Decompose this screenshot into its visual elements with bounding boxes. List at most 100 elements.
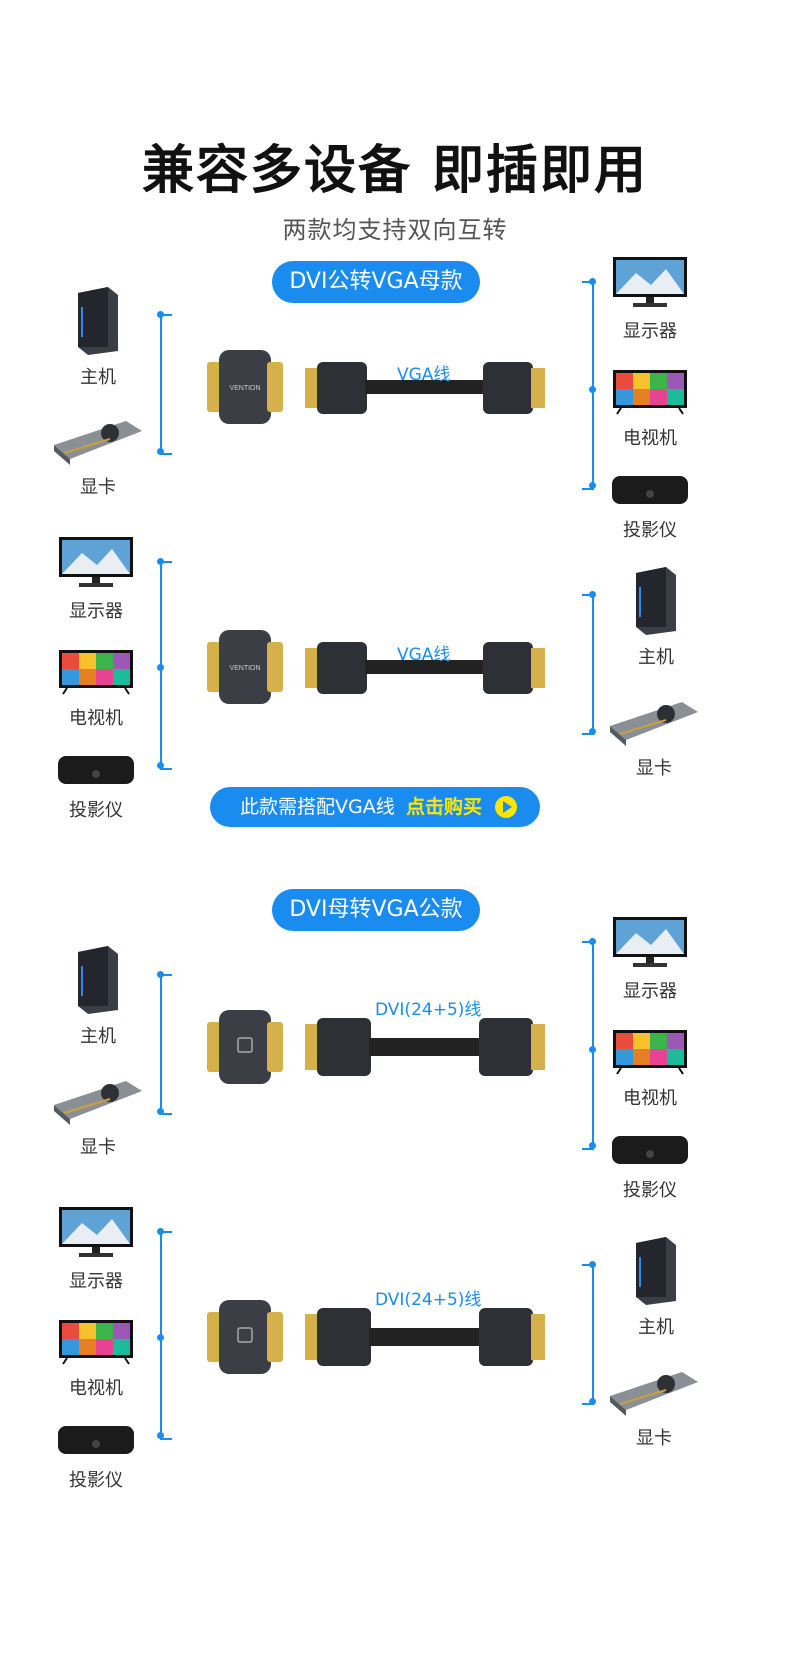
bracket-dot: [157, 1228, 164, 1235]
device-label-host: 主机: [80, 1026, 116, 1047]
pc-tower-icon: [78, 946, 118, 1014]
monitor-icon: [59, 537, 133, 587]
device-projector: 投影仪: [600, 1132, 700, 1202]
dvi-vga-adapter-icon: VENTION: [207, 350, 283, 424]
adapter-brand-text: VENTION: [229, 385, 260, 392]
bracket-dot: [157, 1334, 164, 1341]
bracket-dot: [589, 1046, 596, 1053]
device-label-monitor: 显示器: [69, 601, 123, 622]
projector-icon: [58, 1426, 134, 1454]
graphics-card-icon: [54, 421, 142, 465]
device-gpu: 显卡: [48, 1075, 148, 1159]
monitor-icon: [613, 257, 687, 307]
cable-label: DVI(24+5)线: [375, 1000, 482, 1020]
device-label-tv: 电视机: [69, 1378, 123, 1399]
vga-cable-icon: [305, 362, 545, 414]
bracket-right-b: [582, 594, 594, 735]
cable-label: DVI(24+5)线: [375, 1290, 482, 1310]
device-label-host: 主机: [638, 647, 674, 668]
device-label-gpu: 显卡: [636, 1428, 672, 1449]
device-tv: 电视机: [46, 1318, 146, 1400]
device-label-monitor: 显示器: [623, 981, 677, 1002]
dvi-female-adapter-icon: [207, 1300, 283, 1374]
bracket-dot: [589, 938, 596, 945]
monitor-icon: [59, 1207, 133, 1257]
bracket-dot: [589, 728, 596, 735]
buy-banner[interactable]: 此款需搭配VGA线 点击购买: [210, 787, 540, 827]
cable-label: VGA线: [397, 365, 451, 385]
graphics-card-icon: [610, 702, 698, 746]
device-projector: 投影仪: [600, 472, 700, 542]
cable-label: VGA线: [397, 645, 451, 665]
device-label-projector: 投影仪: [69, 800, 123, 821]
dvi-cable-icon: [305, 1308, 545, 1366]
device-label-projector: 投影仪: [623, 1180, 677, 1201]
dvi-cable-icon: [305, 1018, 545, 1076]
play-arrow-icon[interactable]: [494, 795, 518, 819]
bracket-dot: [157, 762, 164, 769]
device-projector: 投影仪: [46, 1422, 146, 1492]
section1-label: DVI公转VGA母款: [272, 261, 480, 303]
bracket-dot: [157, 664, 164, 671]
dvi-vga-adapter-icon: VENTION: [207, 630, 283, 704]
pc-tower-icon: [78, 287, 118, 355]
device-gpu: 显卡: [48, 415, 148, 499]
device-gpu: 显卡: [604, 696, 704, 780]
vga-cable-icon: [305, 642, 545, 694]
bracket-right-d: [582, 1264, 594, 1405]
bracket-dot: [589, 386, 596, 393]
device-host: 主机: [48, 285, 148, 389]
page-subtitle: 两款均支持双向互转: [282, 216, 508, 244]
device-tv: 电视机: [46, 648, 146, 730]
tv-icon: [613, 370, 687, 415]
device-label-tv: 电视机: [623, 1088, 677, 1109]
tv-icon: [613, 1030, 687, 1075]
buy-banner-text: 此款需搭配VGA线: [240, 796, 395, 818]
device-host: 主机: [606, 1235, 706, 1339]
device-monitor: 显示器: [600, 915, 700, 1003]
device-label-projector: 投影仪: [623, 520, 677, 541]
page-title: 兼容多设备 即插即用: [141, 141, 649, 201]
device-label-gpu: 显卡: [80, 1137, 116, 1158]
bracket-right-c: [582, 941, 594, 1150]
device-monitor: 显示器: [46, 535, 146, 623]
projector-icon: [612, 1136, 688, 1164]
buy-cta-link[interactable]: 点击购买: [406, 796, 483, 818]
bracket-dot: [589, 1398, 596, 1405]
tv-icon: [59, 650, 133, 695]
bracket-left-c: [160, 974, 172, 1115]
device-monitor: 显示器: [600, 255, 700, 343]
bracket-left-a: [160, 314, 172, 455]
bracket-dot: [589, 591, 596, 598]
device-label-tv: 电视机: [69, 708, 123, 729]
bracket-dot: [589, 1261, 596, 1268]
bracket-dot: [157, 1432, 164, 1439]
bracket-dot: [157, 311, 164, 318]
adapter-brand-text: VENTION: [229, 665, 260, 672]
device-projector: 投影仪: [46, 752, 146, 822]
dvi-female-adapter-icon: [207, 1010, 283, 1084]
bracket-dot: [589, 482, 596, 489]
pc-tower-icon: [636, 1237, 676, 1305]
pc-tower-icon: [636, 567, 676, 635]
bracket-dot: [157, 971, 164, 978]
graphics-card-icon: [54, 1081, 142, 1125]
bracket-dot: [157, 448, 164, 455]
device-host: 主机: [48, 944, 148, 1048]
bracket-right-a: [582, 281, 594, 490]
device-tv: 电视机: [600, 368, 700, 450]
bracket-dot: [157, 1108, 164, 1115]
projector-icon: [612, 476, 688, 504]
device-label-monitor: 显示器: [623, 321, 677, 342]
device-label-gpu: 显卡: [80, 477, 116, 498]
device-label-projector: 投影仪: [69, 1470, 123, 1491]
bracket-dot: [589, 1142, 596, 1149]
bracket-dot: [157, 558, 164, 565]
graphics-card-icon: [610, 1372, 698, 1416]
device-label-gpu: 显卡: [636, 758, 672, 779]
device-host: 主机: [606, 565, 706, 669]
section2-label: DVI母转VGA公款: [272, 889, 480, 931]
device-label-tv: 电视机: [623, 428, 677, 449]
device-gpu: 显卡: [604, 1366, 704, 1450]
tv-icon: [59, 1320, 133, 1365]
